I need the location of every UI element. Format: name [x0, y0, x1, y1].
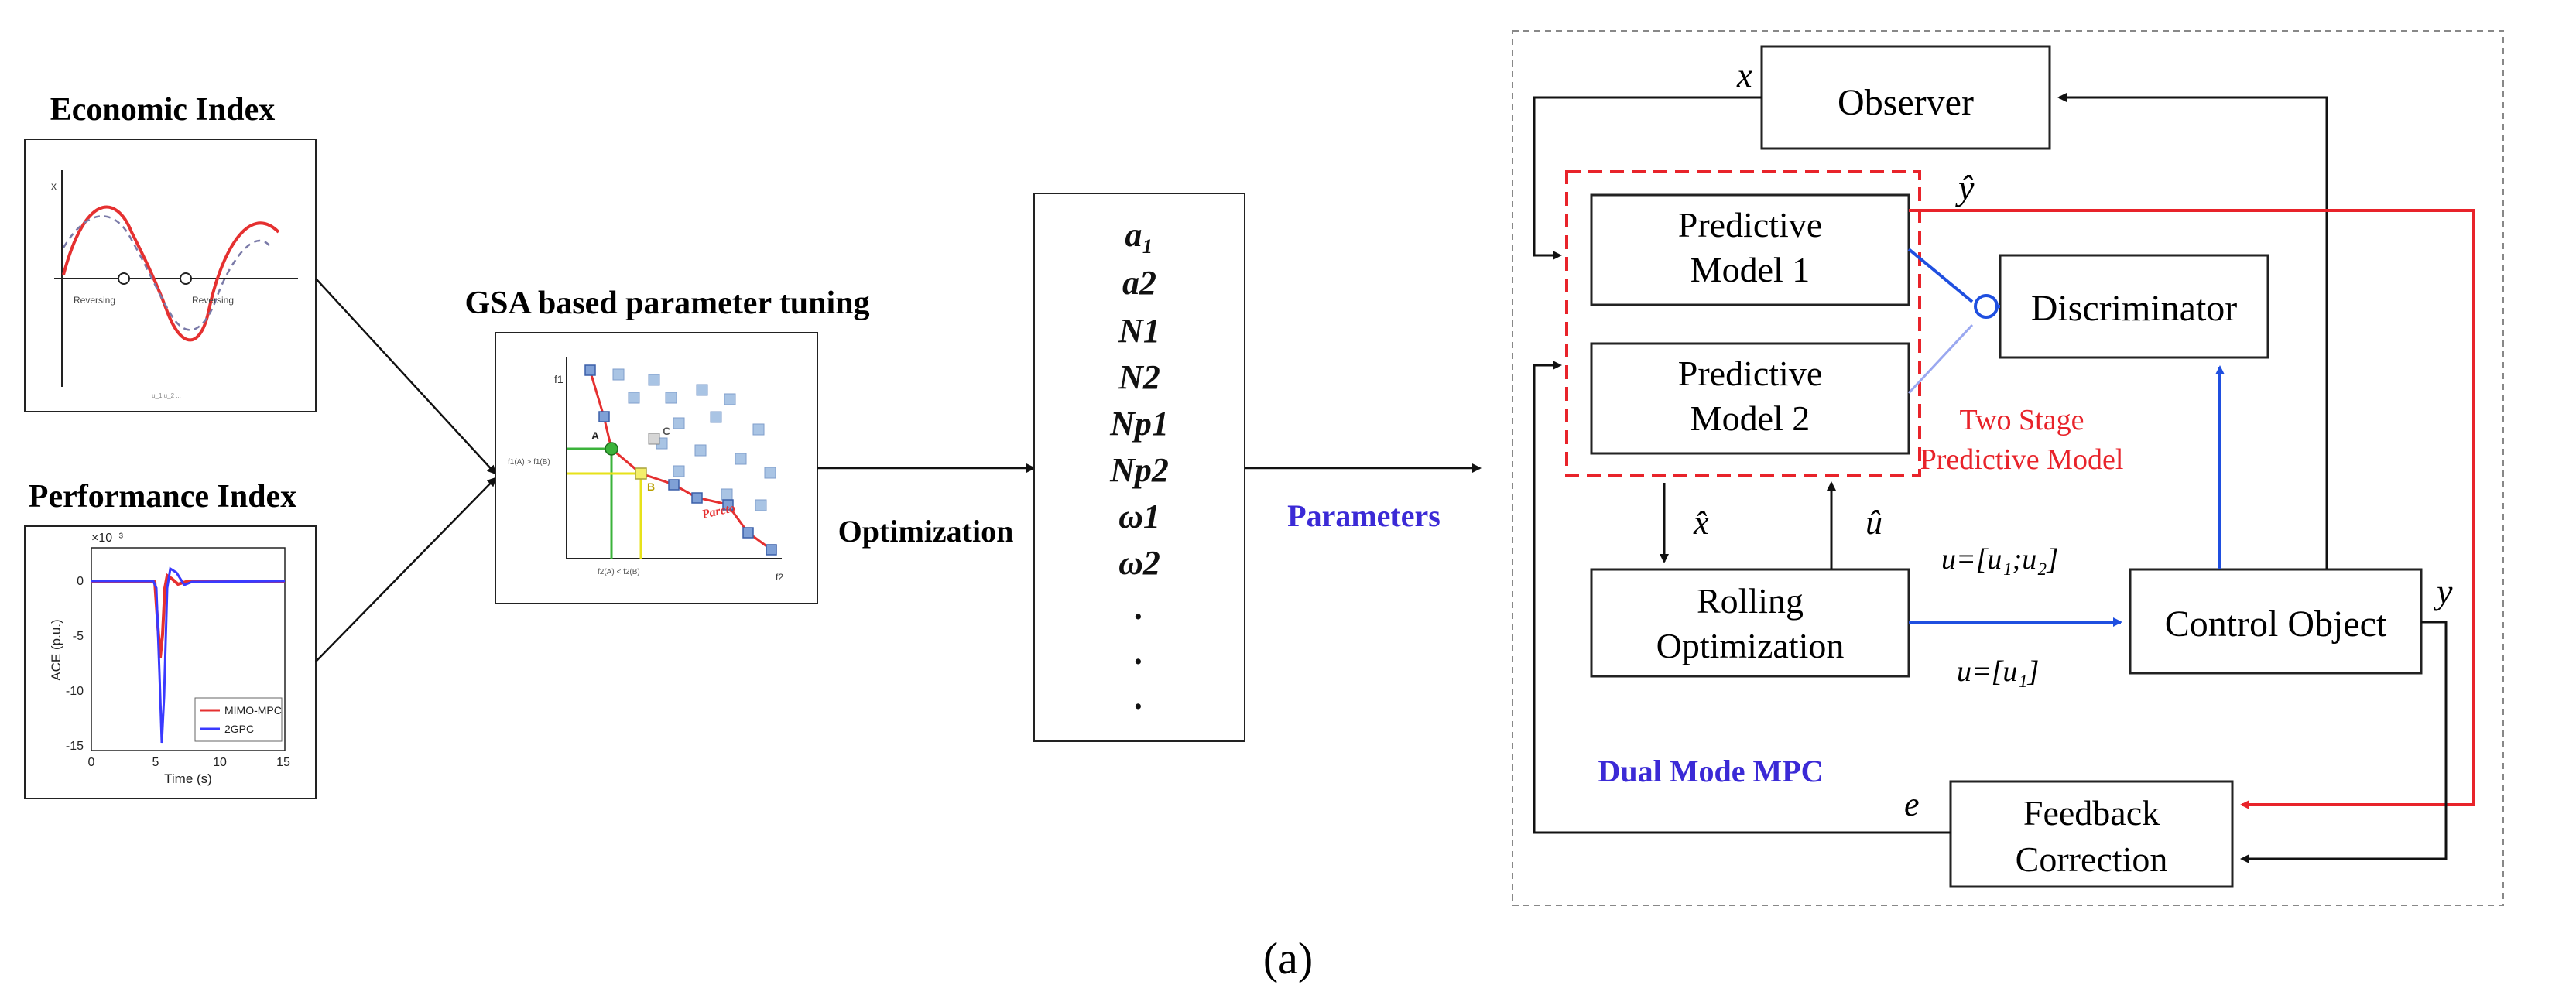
xtick-0: 0	[88, 756, 95, 769]
signal-u12: u=[u₁;u₂]	[1941, 543, 2058, 576]
signal-u-hat: û	[1865, 504, 1882, 542]
switch-line-pm2	[1907, 323, 1974, 395]
performance-index-title: Performance Index	[29, 479, 296, 515]
param-w2: ω2	[1118, 544, 1160, 582]
pm2-line1: Predictive	[1678, 354, 1823, 393]
signal-u1: u=[u₁]	[1957, 655, 2039, 688]
economic-axis-y: x	[51, 180, 57, 192]
two-stage-group	[1565, 170, 1921, 477]
performance-xlabel: Time (s)	[164, 771, 212, 786]
predictive-model-2-block	[1590, 342, 1910, 455]
param-dot-3: .	[1136, 679, 1144, 716]
signal-x-hat: x̂	[1693, 504, 1709, 542]
ytick-0: 0	[77, 575, 84, 588]
gsa-point-a: A	[591, 429, 599, 442]
performance-index-panel	[24, 525, 317, 799]
parameters-label: Parameters	[1287, 498, 1440, 533]
economic-footer: u_1,u_2 ...	[152, 392, 181, 399]
figure-caption: (a)	[1263, 933, 1313, 983]
signal-x: x	[1736, 56, 1752, 94]
feedback-line2: Correction	[2016, 840, 2168, 879]
gsa-f2-label: f2(A) < f2(B)	[598, 568, 640, 576]
economic-index-plot: x Reversing Reversing u_1,u_2 ...	[51, 170, 298, 399]
parameter-list-box	[1033, 193, 1245, 742]
performance-ylabel: ACE (p.u.)	[49, 619, 63, 680]
performance-index-plot: ×10⁻³ 0 -5 -10 -15 0 5 10 15 Time (s) AC…	[49, 532, 290, 786]
pm2-line2: Model 2	[1690, 398, 1810, 438]
param-n1: N1	[1118, 312, 1160, 350]
observer-block	[1760, 45, 2051, 150]
arrow-feedback-to-pm	[1533, 361, 1951, 834]
ytick-2: -10	[66, 685, 84, 698]
xtick-3: 15	[276, 756, 290, 769]
legend-mimo-mpc: MIMO-MPC	[224, 704, 282, 716]
gsa-point-b: B	[647, 480, 655, 493]
economic-label-right: Reversing	[192, 295, 234, 306]
arrow-observer-to-pm	[1533, 96, 1762, 260]
signal-y: y	[2434, 572, 2453, 611]
rolling-optimization-block	[1590, 568, 1910, 678]
discriminator-block	[1999, 254, 2269, 359]
economic-index-title: Economic Index	[50, 92, 276, 128]
gsa-f1-label: f1(A) > f1(B)	[508, 458, 550, 467]
feedback-correction-block	[1949, 780, 2234, 888]
predictive-model-1-block	[1590, 193, 1910, 306]
switch-line-pm1	[1907, 248, 1974, 303]
arrow-performance-to-gsa	[315, 477, 497, 662]
arrow-control-to-observer	[2057, 93, 2328, 569]
dual-mode-mpc-label: Dual Mode MPC	[1598, 754, 1823, 788]
arrow-yhat-to-feedback	[1909, 209, 2475, 809]
observer-label: Observer	[1838, 82, 1974, 123]
control-object-label: Control Object	[2165, 604, 2387, 645]
signal-e: e	[1904, 785, 1920, 823]
ytick-1: -5	[73, 630, 84, 643]
param-dot-2: .	[1136, 634, 1144, 672]
rolling-line1: Rolling	[1697, 581, 1804, 621]
gsa-title: GSA based parameter tuning	[464, 286, 869, 321]
economic-index-panel	[24, 139, 317, 412]
control-object-block	[2129, 568, 2423, 675]
param-w1: ω1	[1118, 498, 1160, 535]
xtick-1: 5	[152, 756, 159, 769]
arrow-economic-to-gsa	[315, 278, 497, 475]
switch-node	[1974, 294, 1999, 319]
signal-y-hat: ŷ	[1955, 168, 1975, 207]
discriminator-label: Discriminator	[2031, 288, 2238, 329]
ytick-3: -15	[66, 740, 84, 753]
param-a1: a₁	[1125, 216, 1153, 254]
arrow-y-to-feedback	[2240, 621, 2448, 863]
gsa-point-c: C	[663, 425, 670, 437]
economic-label-left: Reversing	[74, 295, 115, 306]
two-stage-line1: Two Stage	[1960, 404, 2084, 436]
param-a2: a2	[1122, 264, 1156, 302]
legend-2gpc: 2GPC	[224, 723, 254, 735]
rolling-line2: Optimization	[1656, 626, 1845, 665]
gsa-axis-f2: f2	[776, 572, 783, 583]
param-np1: Np1	[1109, 405, 1169, 443]
optimization-label: Optimization	[838, 514, 1014, 549]
param-dot-1: .	[1136, 589, 1144, 627]
gsa-axis-f1: f1	[554, 373, 564, 385]
xtick-2: 10	[213, 756, 227, 769]
param-np2: Np2	[1109, 451, 1169, 489]
performance-exponent: ×10⁻³	[91, 532, 124, 545]
param-n2: N2	[1118, 358, 1160, 396]
pm1-line1: Predictive	[1678, 205, 1823, 245]
two-stage-line2: Predictive Model	[1920, 443, 2124, 476]
pm1-line2: Model 1	[1690, 250, 1810, 289]
feedback-line1: Feedback	[2023, 793, 2160, 833]
